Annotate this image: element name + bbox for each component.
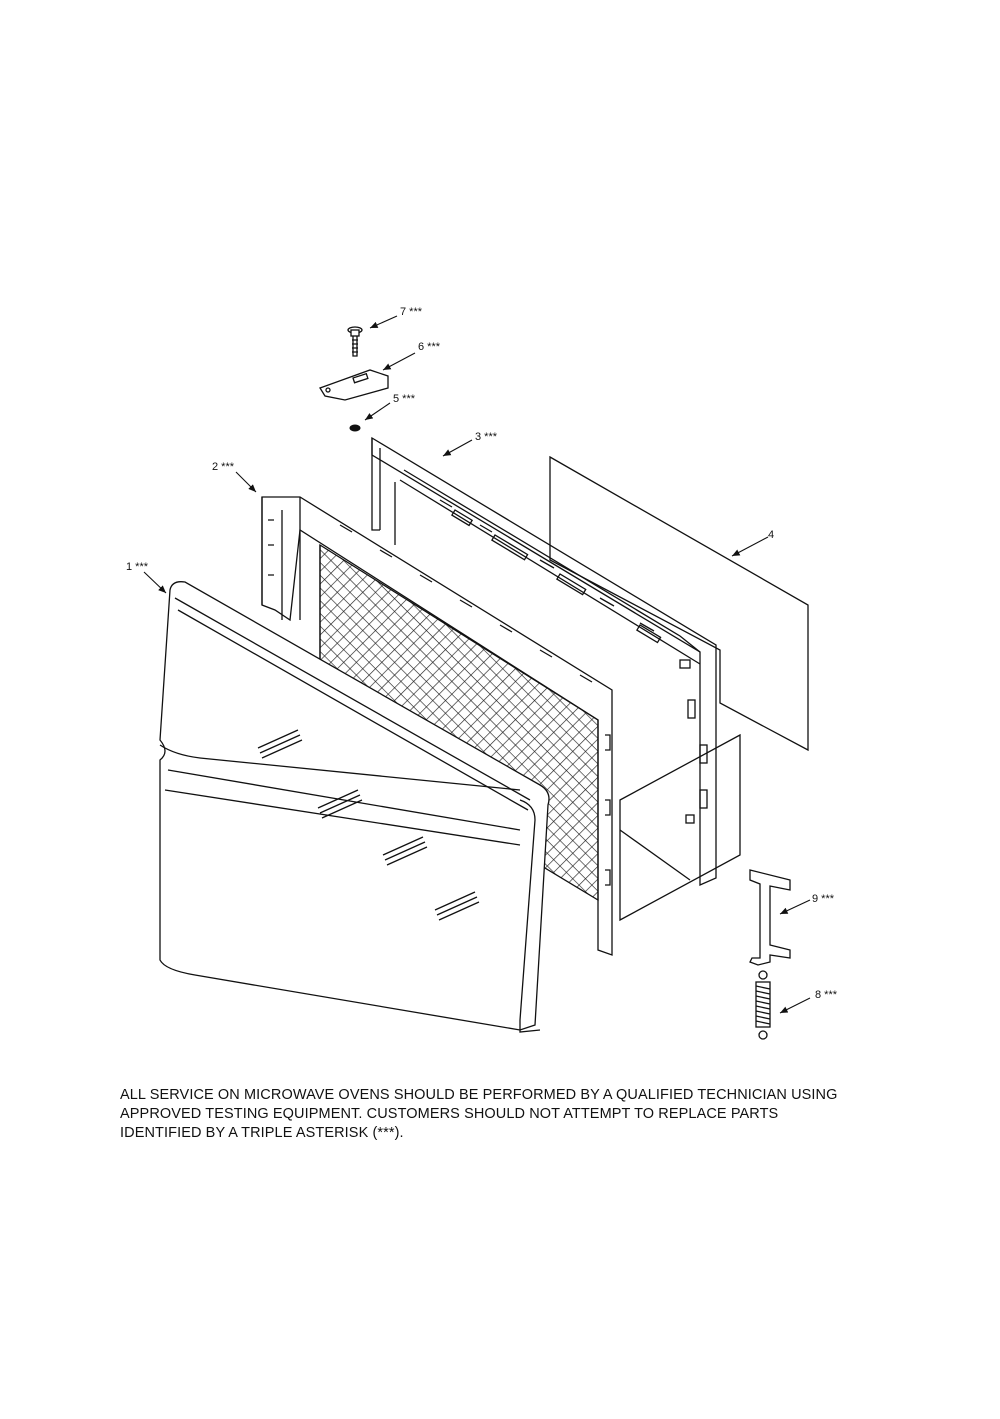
part-1-door-panel — [159, 581, 550, 1033]
part-8-spring — [755, 970, 771, 1040]
callout-7: 7 *** — [400, 306, 423, 318]
part-9-latch — [749, 869, 791, 966]
arrow-8 — [779, 997, 811, 1014]
part-7-screw — [347, 326, 363, 357]
notice-line-1: ALL SERVICE ON MICROWAVE OVENS SHOULD BE… — [120, 1087, 838, 1103]
service-notice: ALL SERVICE ON MICROWAVE OVENS SHOULD BE… — [120, 1086, 950, 1143]
callout-5: 5 *** — [393, 393, 416, 405]
arrow-9 — [779, 899, 811, 915]
callout-1: 1 *** — [126, 561, 149, 573]
callout-4: 4 — [768, 529, 774, 541]
part-4-sheet — [549, 455, 809, 752]
callout-3: 3 *** — [475, 431, 498, 443]
part-3-inner-frame — [371, 436, 741, 922]
arrow-5 — [364, 402, 391, 421]
callout-arrows — [143, 315, 811, 1014]
callout-9: 9 *** — [812, 893, 835, 905]
arrow-3 — [442, 439, 473, 457]
arrow-7 — [369, 315, 398, 329]
callout-8: 8 *** — [815, 989, 838, 1001]
callout-2: 2 *** — [212, 461, 235, 473]
callout-labels: 7 *** 6 *** 5 *** 3 *** 4 2 *** 1 *** 9 … — [126, 306, 838, 1001]
notice-line-3: IDENTIFIED BY A TRIPLE ASTERISK (***). — [120, 1125, 404, 1141]
arrow-2 — [235, 471, 257, 493]
arrow-1 — [143, 571, 167, 594]
arrow-6 — [382, 352, 416, 371]
part-6-hinge — [319, 369, 389, 401]
arrow-4 — [731, 536, 769, 557]
callout-6: 6 *** — [418, 341, 441, 353]
notice-line-2: APPROVED TESTING EQUIPMENT. CUSTOMERS SH… — [120, 1106, 779, 1122]
part-5-washer — [349, 424, 361, 432]
